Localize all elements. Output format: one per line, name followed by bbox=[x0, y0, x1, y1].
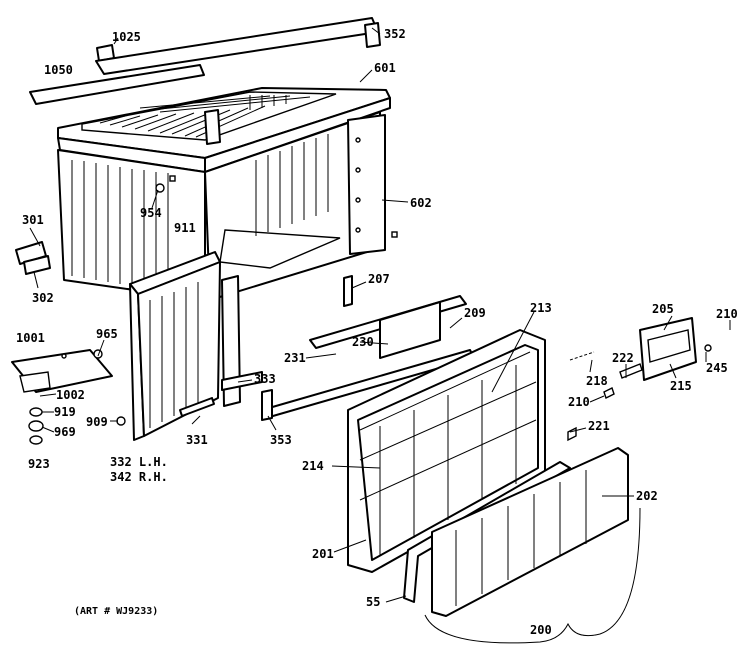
label-601: 601 bbox=[374, 61, 396, 75]
part-labels: 1025 352 1050 601 954 911 602 301 302 20… bbox=[16, 27, 738, 637]
label-210-top: 210 bbox=[716, 307, 738, 321]
label-231: 231 bbox=[284, 351, 306, 365]
label-602: 602 bbox=[410, 196, 432, 210]
top-cover-601 bbox=[57, 87, 391, 173]
side-panel-331 bbox=[116, 251, 221, 441]
label-342: 342 R.H. bbox=[110, 470, 168, 484]
label-201: 201 bbox=[312, 547, 334, 561]
label-1050: 1050 bbox=[44, 63, 73, 77]
label-214: 214 bbox=[302, 459, 324, 473]
label-1025: 1025 bbox=[112, 30, 141, 44]
label-221: 221 bbox=[588, 419, 610, 433]
label-909: 909 bbox=[86, 415, 108, 429]
label-302: 302 bbox=[32, 291, 54, 305]
label-923: 923 bbox=[28, 457, 50, 471]
label-230: 230 bbox=[352, 335, 374, 349]
label-200: 200 bbox=[530, 623, 552, 637]
label-911: 911 bbox=[174, 221, 196, 235]
label-919: 919 bbox=[54, 405, 76, 419]
bracket-333 bbox=[221, 275, 263, 407]
cabinet-602 bbox=[57, 111, 398, 301]
label-209: 209 bbox=[464, 306, 486, 320]
label-965: 965 bbox=[96, 327, 118, 341]
label-202: 202 bbox=[636, 489, 658, 503]
label-205: 205 bbox=[652, 302, 674, 316]
label-213: 213 bbox=[530, 301, 552, 315]
label-301: 301 bbox=[22, 213, 44, 227]
art-number: (ART # WJ9233) bbox=[74, 606, 158, 617]
label-332: 332 L.H. bbox=[110, 455, 168, 469]
control-panel-205 bbox=[639, 317, 697, 381]
label-245: 245 bbox=[706, 361, 728, 375]
bracket-207 bbox=[343, 275, 353, 307]
label-218: 218 bbox=[586, 374, 608, 388]
washers bbox=[28, 407, 44, 445]
label-954: 954 bbox=[140, 206, 162, 220]
label-222: 222 bbox=[612, 351, 634, 365]
leader-lines bbox=[29, 27, 707, 603]
front-panel-201 bbox=[347, 329, 546, 573]
front-grille-202 bbox=[431, 447, 629, 617]
rail-230 bbox=[379, 301, 441, 359]
label-207: 207 bbox=[368, 272, 390, 286]
label-353: 353 bbox=[270, 433, 292, 447]
plate-301 bbox=[15, 241, 51, 275]
label-352: 352 bbox=[384, 27, 406, 41]
label-969: 969 bbox=[54, 425, 76, 439]
top-strip-1050 bbox=[29, 64, 205, 105]
label-331: 331 bbox=[186, 433, 208, 447]
bracket-1001 bbox=[11, 349, 113, 393]
label-1001: 1001 bbox=[16, 331, 45, 345]
label-333: 333 bbox=[254, 372, 276, 386]
top-rail-352 bbox=[95, 17, 381, 75]
label-1002: 1002 bbox=[56, 388, 85, 402]
filter-55 bbox=[403, 461, 571, 603]
label-215: 215 bbox=[670, 379, 692, 393]
label-55: 55 bbox=[366, 595, 380, 609]
label-210-mid: 210 bbox=[568, 395, 590, 409]
group-bracket-200 bbox=[424, 507, 641, 644]
